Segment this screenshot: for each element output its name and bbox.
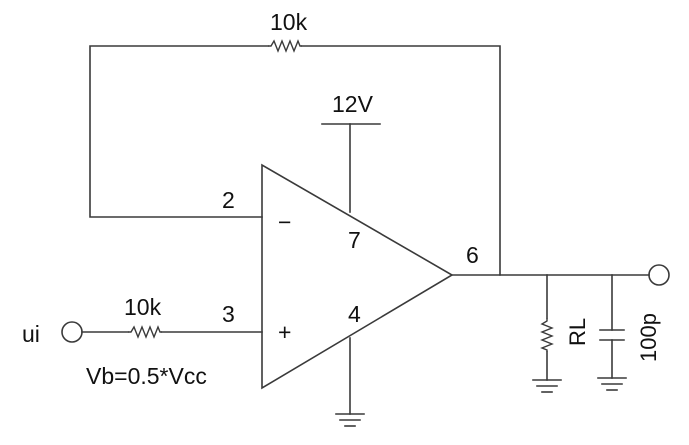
load-resistor — [540, 274, 554, 381]
pin-7-label: 7 — [348, 227, 361, 253]
supply-rail — [321, 123, 381, 213]
load-capacitor-label: 100p — [636, 313, 661, 362]
input-label: ui — [22, 321, 40, 347]
pin-6-label: 6 — [466, 242, 479, 268]
opamp-noninverting-sign: + — [278, 319, 291, 345]
input-resistor-label: 10k — [124, 294, 162, 320]
opamp-inverting-sign: − — [278, 209, 291, 235]
feedback-resistor — [268, 39, 302, 53]
input-terminal — [61, 321, 83, 343]
bias-voltage-label: Vb=0.5*Vcc — [86, 363, 207, 389]
load-capacitor — [599, 274, 625, 379]
load-resistor-ground — [532, 379, 562, 393]
feedback-resistor-label: 10k — [270, 9, 308, 35]
input-resistor — [128, 325, 162, 339]
opamp-ground — [335, 337, 365, 427]
load-resistor-label: RL — [565, 318, 590, 346]
opamp-triangle — [261, 163, 454, 390]
feedback-path — [89, 45, 501, 276]
output-terminal — [648, 264, 670, 286]
load-capacitor-ground — [597, 377, 627, 391]
pin-3-label: 3 — [222, 301, 235, 327]
pin-4-label: 4 — [348, 301, 361, 327]
pin-2-label: 2 — [222, 187, 235, 213]
supply-label: 12V — [332, 91, 374, 117]
